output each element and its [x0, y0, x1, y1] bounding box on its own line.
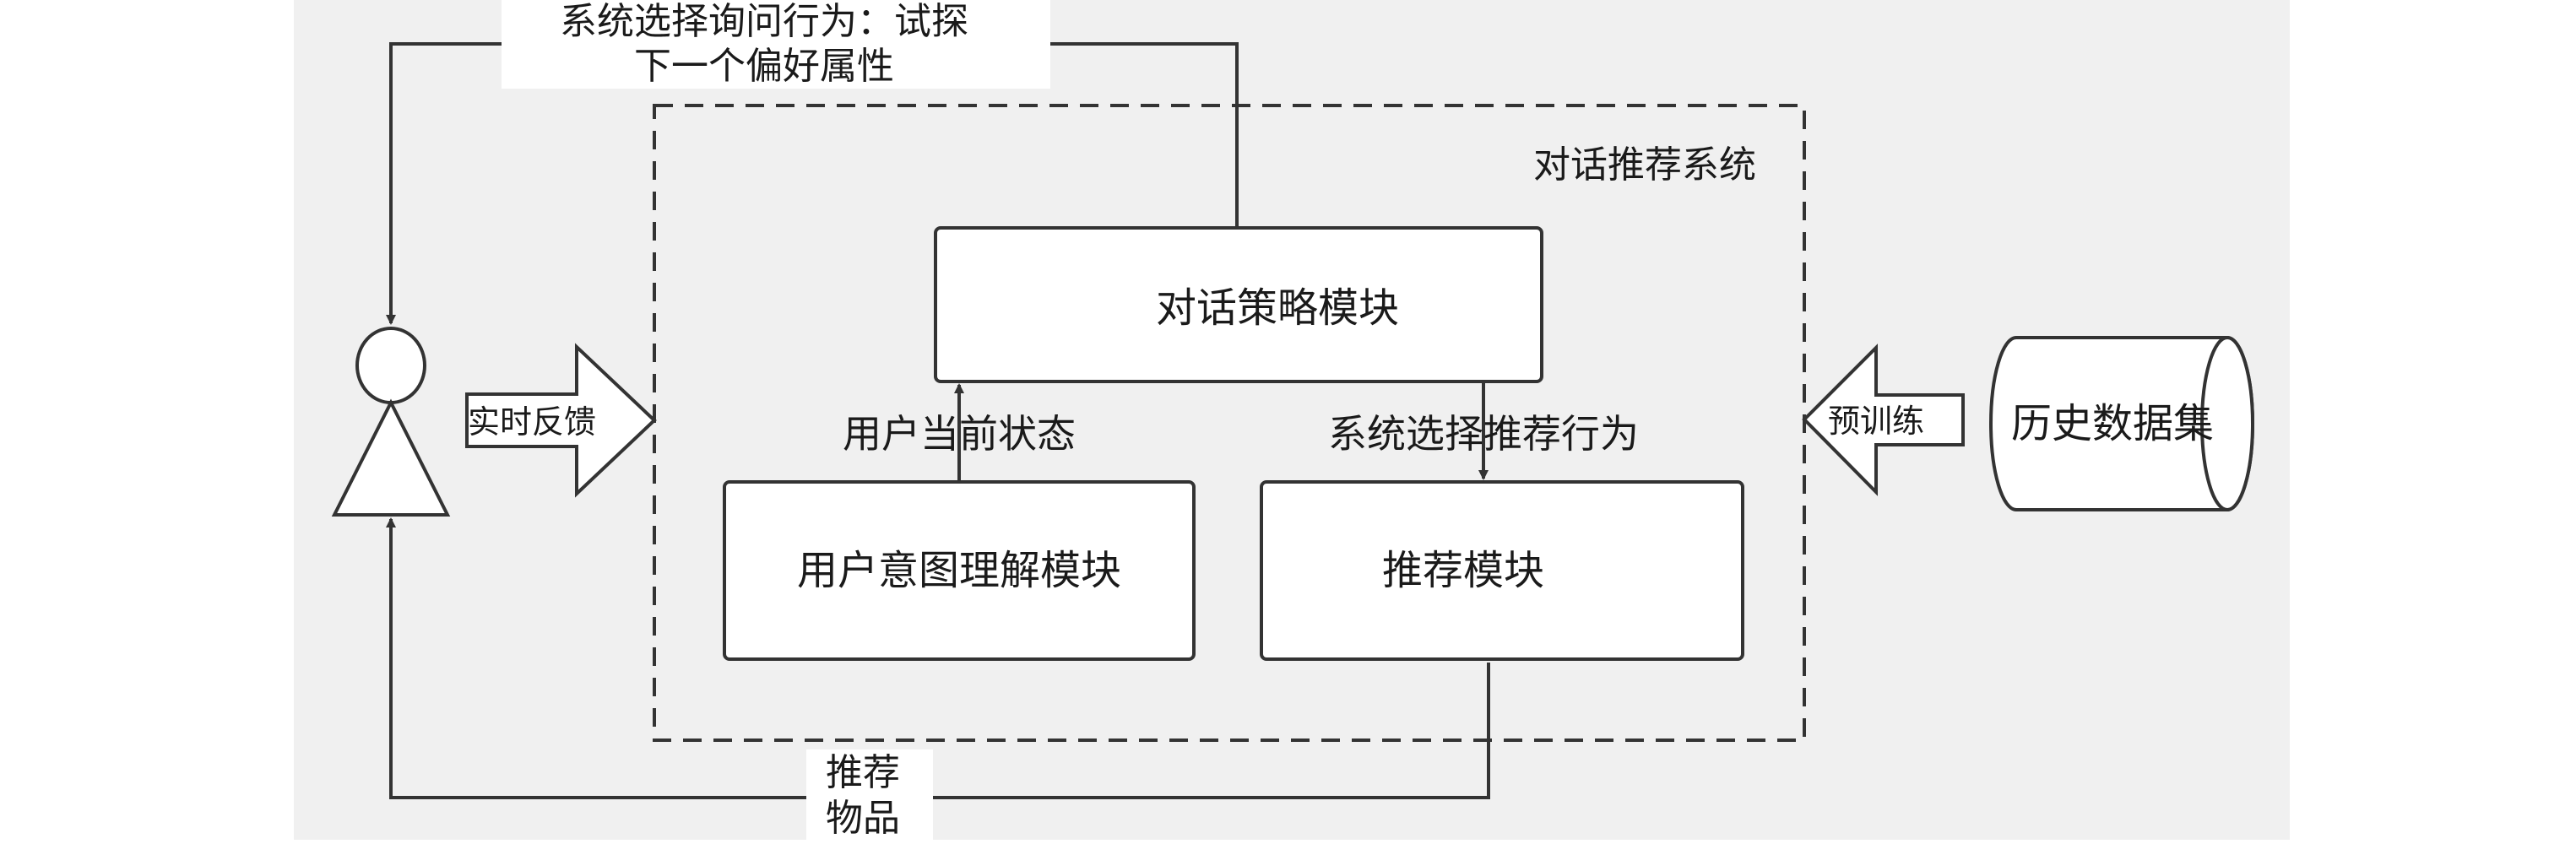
user-actor — [331, 327, 451, 517]
user-body — [331, 398, 451, 517]
cylinder-cap — [2200, 336, 2254, 511]
recommendation-module — [1260, 480, 1744, 661]
ask-label-bg — [502, 0, 1050, 89]
user-head — [355, 327, 426, 404]
recommend-items-label-line2: 物品 — [826, 797, 900, 840]
pretrain-label: 预训练 — [1828, 403, 1924, 440]
dialogue-policy-module — [934, 226, 1543, 383]
recommend-items-label-line1: 推荐 — [826, 751, 900, 794]
realtime-feedback-arrow — [465, 343, 657, 498]
ask-action-label-line2: 下一个偏好属性 — [634, 45, 894, 88]
user-state-label: 用户当前状态 — [843, 411, 1076, 457]
ask-action-label-line1: 系统选择询问行为：试探 — [560, 0, 968, 43]
rec-items-label-bg — [806, 749, 933, 840]
pretrain-arrow — [1802, 344, 1965, 496]
dialogue-policy-label: 对话策略模块 — [1156, 284, 1399, 332]
realtime-feedback-label: 实时反馈 — [468, 403, 596, 441]
historical-dataset-label: 历史数据集 — [2011, 400, 2214, 447]
system-container — [653, 104, 1806, 742]
recommendation-label: 推荐模块 — [1382, 547, 1544, 594]
historical-dataset-cylinder — [1989, 336, 2254, 511]
select-recommend-label: 系统选择推荐行为 — [1328, 411, 1639, 457]
system-label: 对话推荐系统 — [1533, 143, 1756, 187]
recommend-items-edge — [386, 517, 1490, 799]
intent-understanding-label: 用户意图理解模块 — [797, 547, 1121, 594]
